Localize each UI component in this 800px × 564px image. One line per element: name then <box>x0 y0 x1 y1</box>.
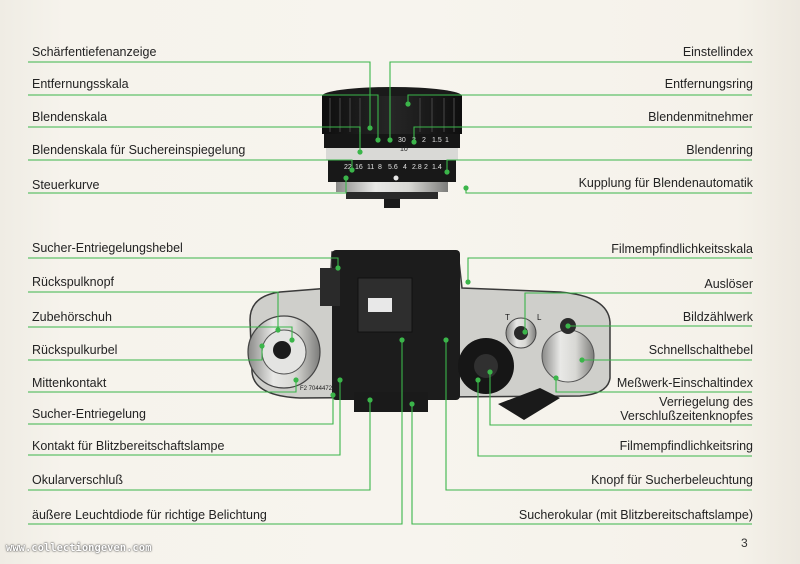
label-aperture-scale-finder: Blendenskala für Suchereinspiegelung <box>32 143 246 157</box>
label-flash-ready-contact: Kontakt für Blitzbereitschaftslampe <box>32 439 225 453</box>
label-auto-aperture-coupling: Kupplung für Blendenautomatik <box>578 176 753 190</box>
aperture-mark: 1.4 <box>432 164 442 171</box>
label-shutter-dial-lock-line1: Verriegelung des <box>659 395 753 409</box>
lens-rear <box>346 192 438 199</box>
label-frame-counter: Bildzählwerk <box>682 310 753 324</box>
dial-letter: L <box>537 313 542 322</box>
distance-mark: 10 <box>400 146 408 153</box>
label-accessory-shoe: Zubehörschuh <box>32 310 112 324</box>
label-aperture-coupling: Blendenmitnehmer <box>648 110 753 124</box>
camera-serial-number: F2 7044472 <box>300 386 333 392</box>
dial-letter: T <box>505 313 510 322</box>
aperture-ring <box>328 160 456 182</box>
label-rewind-knob: Rückspulknopf <box>32 275 114 289</box>
eyepiece <box>354 392 428 412</box>
label-exposure-led: äußere Leuchtdiode für richtige Belichtu… <box>32 508 267 522</box>
shutter-speed-dial-center <box>474 354 498 378</box>
label-meter-index: Meßwerk-Einschaltindex <box>616 376 753 390</box>
label-eyepiece-shutter: Okularverschluß <box>32 473 123 487</box>
label-aperture-ring: Blendenring <box>686 143 753 157</box>
label-film-speed-ring: Filmempfindlichkeitsring <box>619 439 753 453</box>
film-advance-lever-hub <box>541 329 595 383</box>
finder-release-lever-body <box>320 268 340 306</box>
label-shutter-dial-lock-line2: Verschlußzeitenknopfes <box>620 409 753 423</box>
page-number: 3 <box>741 536 748 550</box>
label-focus-ring: Entfernungsring <box>664 77 753 91</box>
label-shutter-release: Auslöser <box>704 277 753 291</box>
label-setting-index: Einstellindex <box>682 45 753 59</box>
label-distance-scale: Entfernungsskala <box>32 77 129 91</box>
label-rewind-crank: Rückspulkurbel <box>32 343 118 357</box>
lens-mount <box>336 182 448 192</box>
aperture-mark: 16 <box>355 164 363 171</box>
label-finder-release-lever: Sucher-Entriegelungshebel <box>32 241 183 255</box>
aperture-mark: 5.6 <box>388 164 398 171</box>
label-finder-illumination-button: Knopf für Sucherbeleuchtung <box>591 473 753 487</box>
label-control-cam: Steuerkurve <box>32 178 100 192</box>
label-depth-of-field-indicator: Schärfentiefenanzeige <box>32 45 157 59</box>
label-center-contact: Mittenkontakt <box>32 376 107 390</box>
aperture-mark: 2 <box>424 164 428 171</box>
rewind-crank-hub <box>273 341 291 359</box>
label-finder-release: Sucher-Entriegelung <box>32 407 146 421</box>
distance-mark: 30 <box>398 137 406 144</box>
label-film-advance-lever: Schnellschalthebel <box>648 343 753 357</box>
frame-counter <box>560 318 576 334</box>
footer-website-url: www.collectiongeven.com <box>6 542 152 554</box>
label-film-speed-scale: Filmempfindlichkeitsskala <box>611 242 753 256</box>
shoe-window <box>368 298 392 312</box>
aperture-lever <box>384 199 400 208</box>
aperture-mark: 8 <box>378 164 382 171</box>
aperture-mark: 4 <box>403 164 407 171</box>
aperture-index-dot <box>393 175 399 181</box>
aperture-mark: 11 <box>367 164 374 171</box>
label-viewfinder-eyepiece: Sucherokular (mit Blitzbereitschaftslamp… <box>518 508 753 522</box>
aperture-mark: 2.8 <box>412 164 422 171</box>
shutter-release-button <box>514 326 528 340</box>
label-aperture-scale: Blendenskala <box>32 110 108 124</box>
